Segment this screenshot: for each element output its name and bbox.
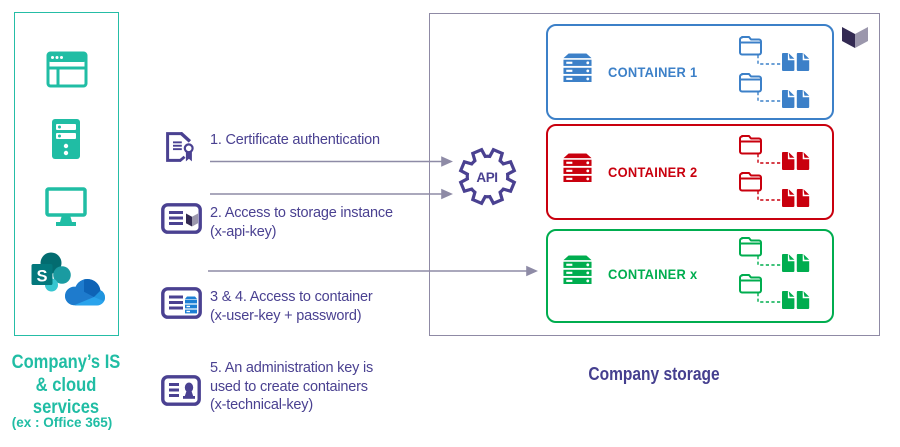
svg-text:S: S (36, 268, 47, 286)
